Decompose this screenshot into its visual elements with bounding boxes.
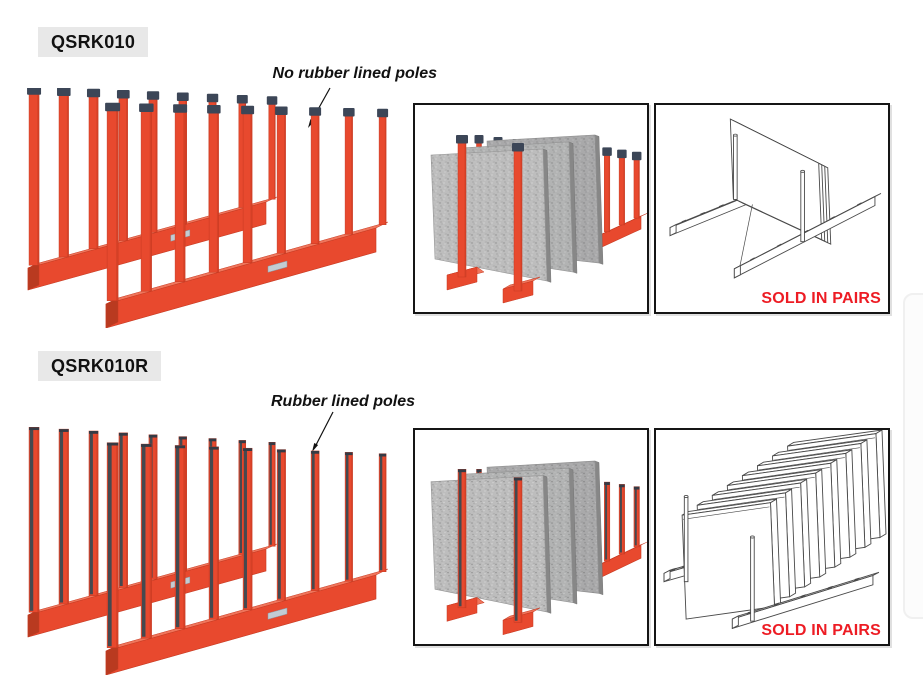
- rack-pair-photo: [27, 88, 389, 328]
- product-code-badge: QSRK010R: [38, 351, 162, 381]
- rack-pair-photo: [27, 427, 389, 675]
- rail-pair-line-drawing: [663, 430, 887, 630]
- page-edge-artifact: [903, 293, 923, 619]
- annotation-leader-arrow-icon: [312, 411, 334, 452]
- slabs-on-rack-illustration: [430, 134, 647, 304]
- rail-pair-line-drawing: [669, 118, 882, 279]
- sold-in-pairs-label: SOLD IN PAIRS: [761, 290, 881, 307]
- loaded-rack-figure: [413, 103, 649, 314]
- pair-diagram-figure: SOLD IN PAIRS: [654, 103, 890, 314]
- sold-in-pairs-label: SOLD IN PAIRS: [761, 622, 881, 639]
- loaded-rack-figure: [413, 428, 649, 646]
- product-code-badge: QSRK010: [38, 27, 149, 57]
- slabs-on-rack-illustration: [430, 460, 647, 636]
- pole-type-annotation: Rubber lined poles: [270, 393, 415, 410]
- pole-type-annotation: No rubber lined poles: [272, 65, 437, 82]
- pair-diagram-figure: SOLD IN PAIRS: [654, 428, 890, 646]
